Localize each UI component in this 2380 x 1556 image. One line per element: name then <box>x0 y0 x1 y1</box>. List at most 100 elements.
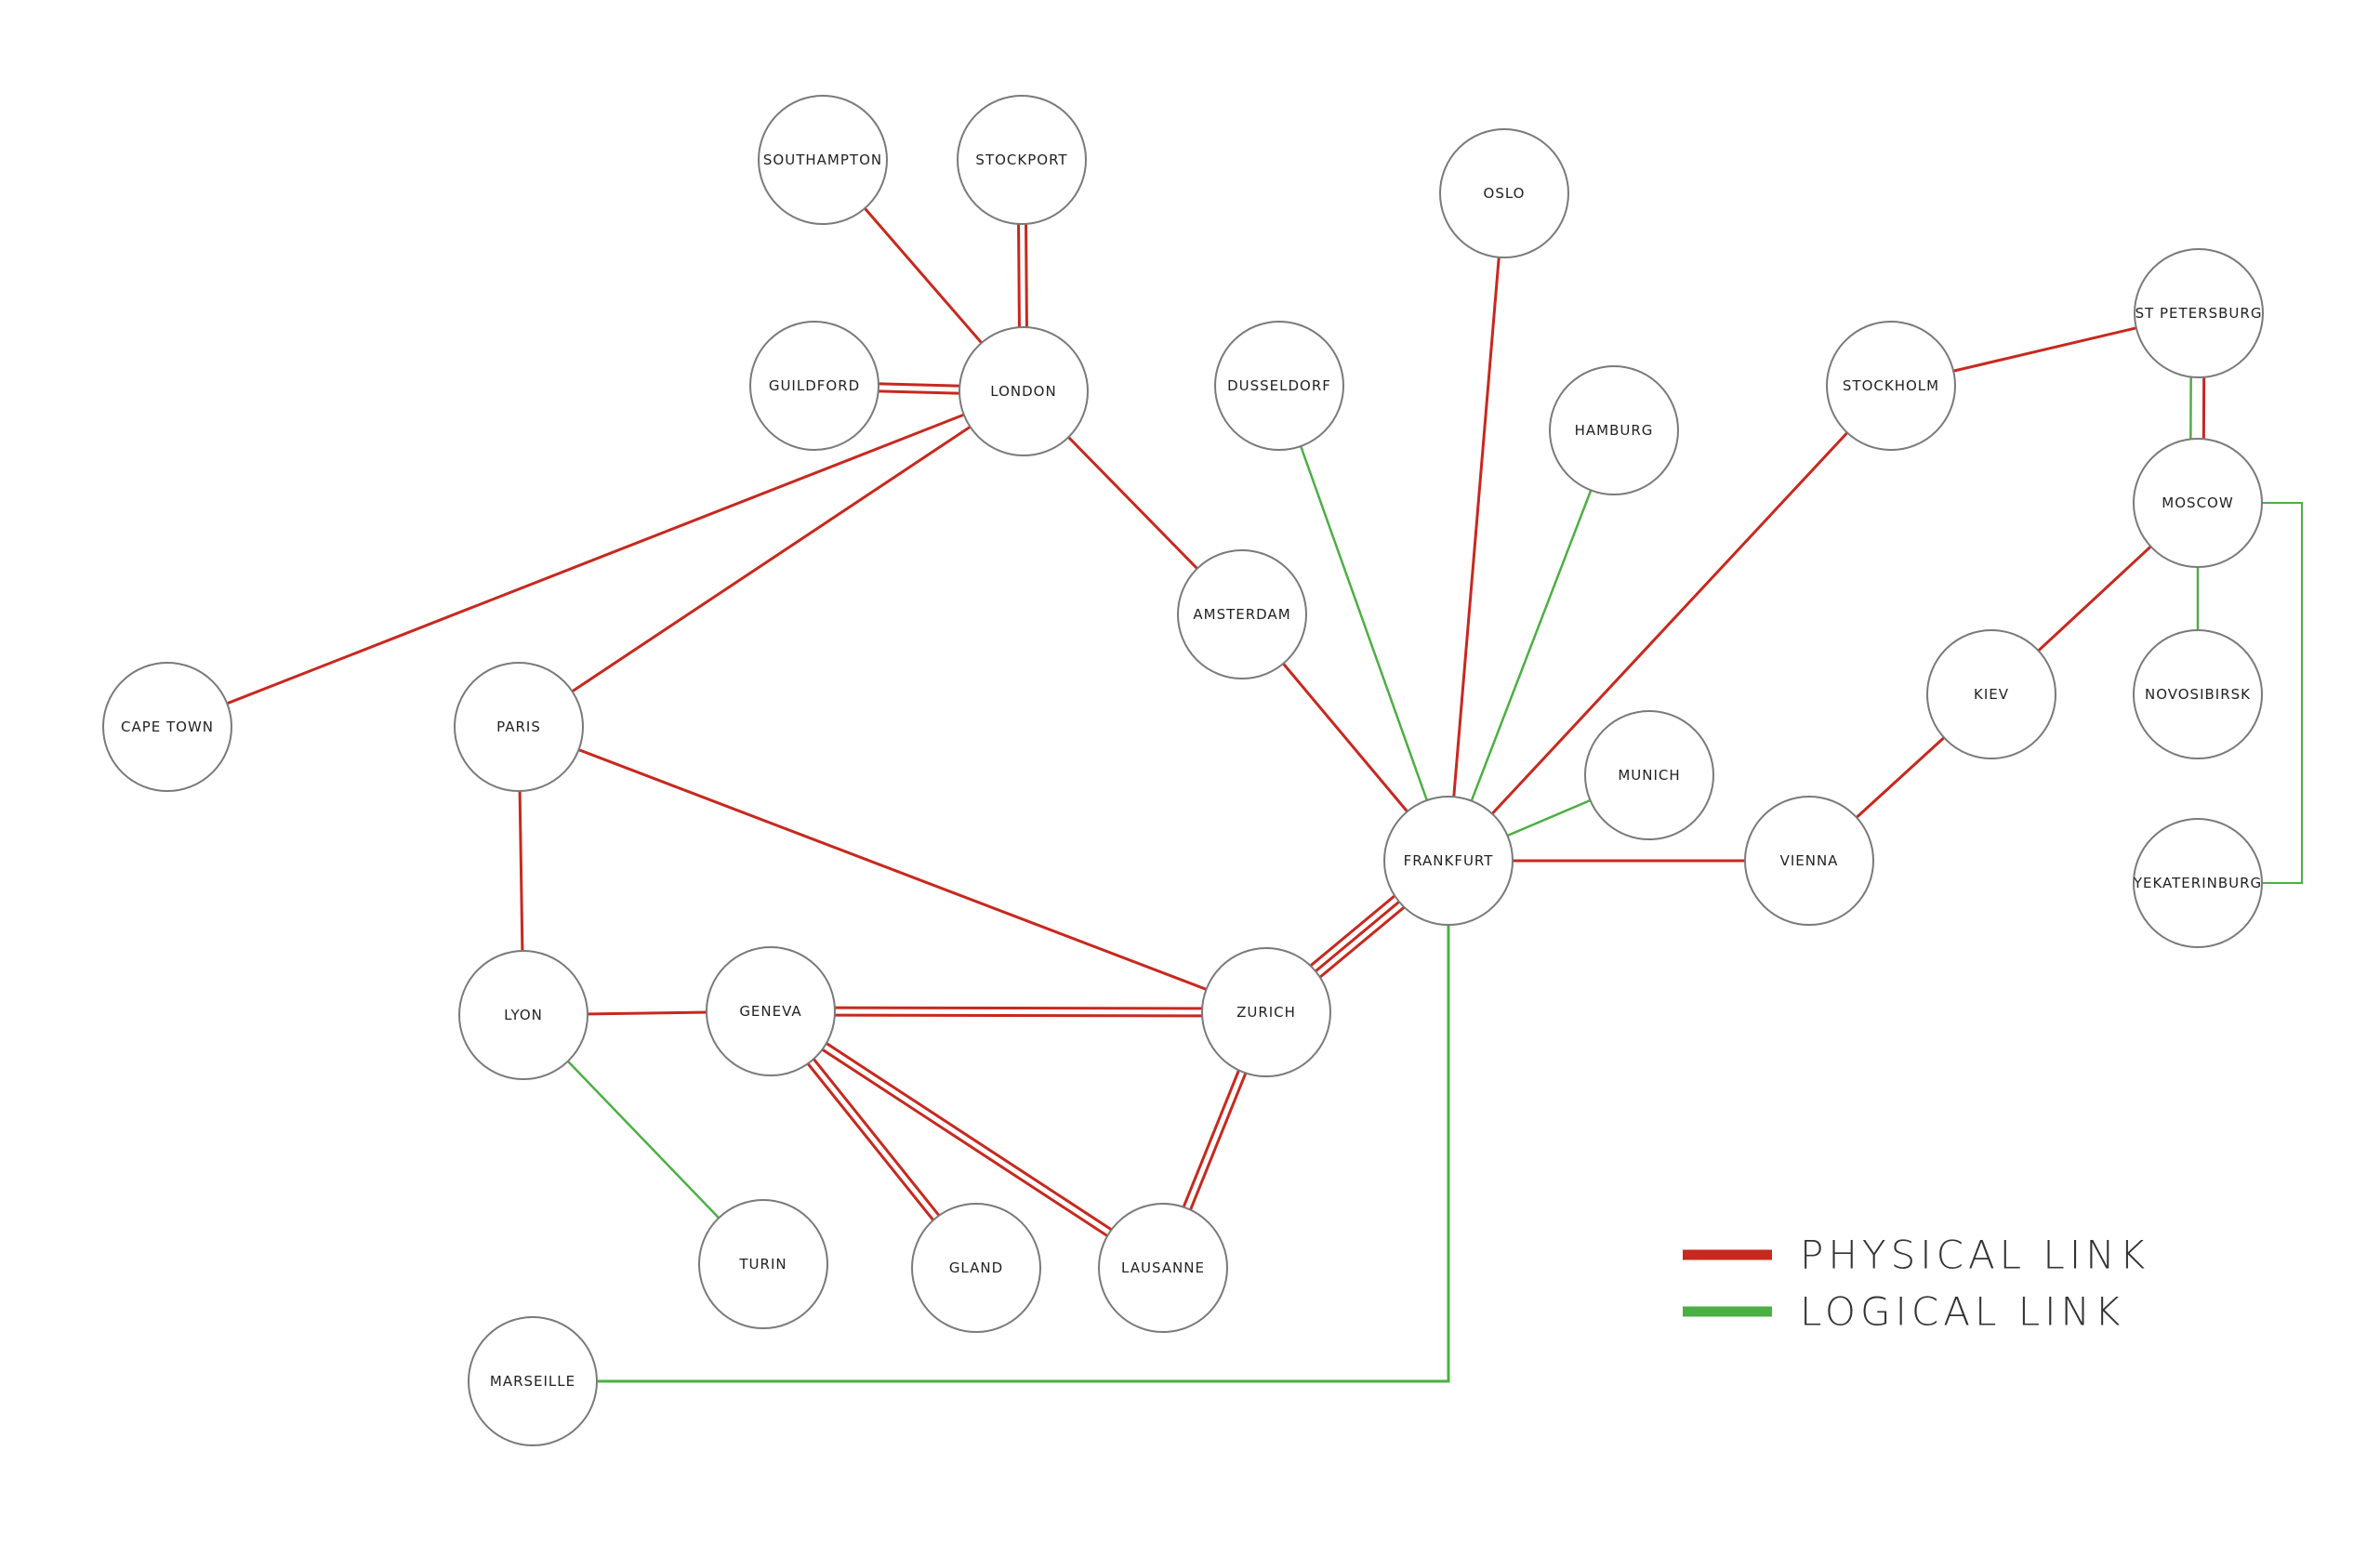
legend-logical-label: LOGICAL LINK <box>1800 1289 2124 1335</box>
node-st-petersburg[interactable]: ST PETERSBURG <box>2134 248 2264 378</box>
node-cape-town[interactable]: CAPE TOWN <box>102 662 232 792</box>
link-line <box>771 1006 1267 1010</box>
node-lyon[interactable]: LYON <box>458 950 588 1080</box>
link-geneva-zurich <box>770 1006 1267 1018</box>
node-circle[interactable] <box>698 1199 828 1329</box>
link-london-paris <box>518 389 1025 729</box>
node-munich[interactable]: MUNICH <box>1584 710 1714 840</box>
link-stockholm-frankfurt <box>1447 384 1893 863</box>
node-label: YEKATERINBURG <box>2133 875 2262 891</box>
node-zurich[interactable]: ZURICH <box>1201 947 1331 1077</box>
node-label: SOUTHAMPTON <box>763 152 882 168</box>
node-turin[interactable]: TURIN <box>698 1199 828 1329</box>
link-frankfurt-marseille <box>533 861 1450 1383</box>
node-label: STOCKPORT <box>975 152 1067 168</box>
link-line <box>518 725 1267 1014</box>
node-circle[interactable] <box>1439 128 1569 258</box>
node-circle[interactable] <box>1177 549 1307 679</box>
node-dusseldorf[interactable]: DUSSELDORF <box>1214 321 1344 451</box>
node-circle[interactable] <box>758 95 888 225</box>
node-guildford[interactable]: GUILDFORD <box>749 321 879 451</box>
node-moscow[interactable]: MOSCOW <box>2133 438 2263 568</box>
node-novosibirsk[interactable]: NOVOSIBIRSK <box>2133 629 2263 759</box>
nodes-layer: SOUTHAMPTON STOCKPORT GUILDFORD LONDON DUSSE… <box>102 95 2264 1446</box>
node-circle[interactable] <box>1549 365 1679 495</box>
node-label: KIEV <box>1974 686 2009 703</box>
node-geneva[interactable]: GENEVA <box>706 946 836 1076</box>
node-label: DUSSELDORF <box>1227 377 1331 394</box>
node-oslo[interactable]: OSLO <box>1439 128 1569 258</box>
node-label: LAUSANNE <box>1121 1259 1205 1276</box>
node-marseille[interactable]: MARSEILLE <box>468 1316 598 1446</box>
link-line <box>767 1013 1162 1272</box>
node-circle[interactable] <box>706 946 836 1076</box>
node-label: TURIN <box>738 1256 787 1272</box>
link-line <box>533 861 1450 1383</box>
node-label: MOSCOW <box>2162 494 2233 511</box>
node-lausanne[interactable]: LAUSANNE <box>1098 1203 1228 1333</box>
link-line <box>1447 192 1506 862</box>
link-line <box>772 1007 1167 1266</box>
legend-physical-label: PHYSICAL LINK <box>1800 1233 2149 1278</box>
node-circle[interactable] <box>1744 796 1874 926</box>
node-label: ZURICH <box>1236 1004 1296 1021</box>
node-hamburg[interactable]: HAMBURG <box>1549 365 1679 495</box>
legend-item-logical: LOGICAL LINK <box>1683 1289 2124 1335</box>
node-label: VIENNA <box>1780 852 1839 869</box>
node-stockholm[interactable]: STOCKHOLM <box>1826 321 1956 451</box>
node-amsterdam[interactable]: AMSTERDAM <box>1177 549 1307 679</box>
node-circle[interactable] <box>1826 321 1956 451</box>
node-circle[interactable] <box>2134 248 2264 378</box>
node-frankfurt[interactable]: FRANKFURT <box>1383 796 1514 926</box>
node-circle[interactable] <box>468 1316 598 1446</box>
node-circle[interactable] <box>1201 947 1331 1077</box>
node-label: HAMBURG <box>1575 422 1654 439</box>
node-label: MUNICH <box>1618 767 1680 784</box>
node-circle[interactable] <box>1584 710 1714 840</box>
node-vienna[interactable]: VIENNA <box>1744 796 1874 926</box>
legend: PHYSICAL LINK LOGICAL LINK <box>1683 1233 2149 1335</box>
node-circle[interactable] <box>2133 629 2263 759</box>
node-label: FRANKFURT <box>1404 852 1494 869</box>
node-kiev[interactable]: KIEV <box>1926 629 2056 759</box>
node-circle[interactable] <box>102 662 232 792</box>
link-line <box>166 389 1025 729</box>
node-circle[interactable] <box>2133 818 2263 948</box>
link-dusseldorf-frankfurt <box>1277 385 1450 862</box>
node-label: CAPE TOWN <box>121 719 214 735</box>
link-line <box>518 389 1025 729</box>
legend-item-physical: PHYSICAL LINK <box>1683 1233 2149 1278</box>
node-label: GUILDFORD <box>769 377 860 394</box>
node-stockport[interactable]: STOCKPORT <box>957 95 1087 225</box>
node-london[interactable]: LONDON <box>959 326 1089 456</box>
node-southampton[interactable]: SOUTHAMPTON <box>758 95 888 225</box>
node-circle[interactable] <box>749 321 879 451</box>
node-circle[interactable] <box>1383 796 1514 926</box>
node-circle[interactable] <box>1098 1203 1228 1333</box>
node-circle[interactable] <box>458 950 588 1080</box>
node-circle[interactable] <box>911 1203 1041 1333</box>
node-label: OSLO <box>1484 185 1526 202</box>
link-london-cape_town <box>166 389 1025 729</box>
node-yekaterinburg[interactable]: YEKATERINBURG <box>2133 818 2263 948</box>
node-label: NOVOSIBIRSK <box>2145 686 2251 703</box>
link-line <box>770 1013 1266 1018</box>
link-paris-zurich <box>518 725 1267 1014</box>
node-circle[interactable] <box>1926 629 2056 759</box>
node-gland[interactable]: GLAND <box>911 1203 1041 1333</box>
link-hamburg-frankfurt <box>1447 429 1616 862</box>
link-line <box>1447 384 1893 863</box>
node-paris[interactable]: PARIS <box>454 662 584 792</box>
node-label: LYON <box>504 1007 543 1023</box>
node-circle[interactable] <box>1214 321 1344 451</box>
link-line <box>1277 385 1450 862</box>
node-circle[interactable] <box>957 95 1087 225</box>
node-circle[interactable] <box>454 662 584 792</box>
node-circle[interactable] <box>959 326 1089 456</box>
node-circle[interactable] <box>2133 438 2263 568</box>
node-label: MARSEILLE <box>490 1373 575 1390</box>
node-label: STOCKHOLM <box>1843 377 1939 394</box>
link-geneva-lausanne <box>767 1007 1167 1272</box>
link-oslo-frankfurt <box>1447 192 1506 862</box>
